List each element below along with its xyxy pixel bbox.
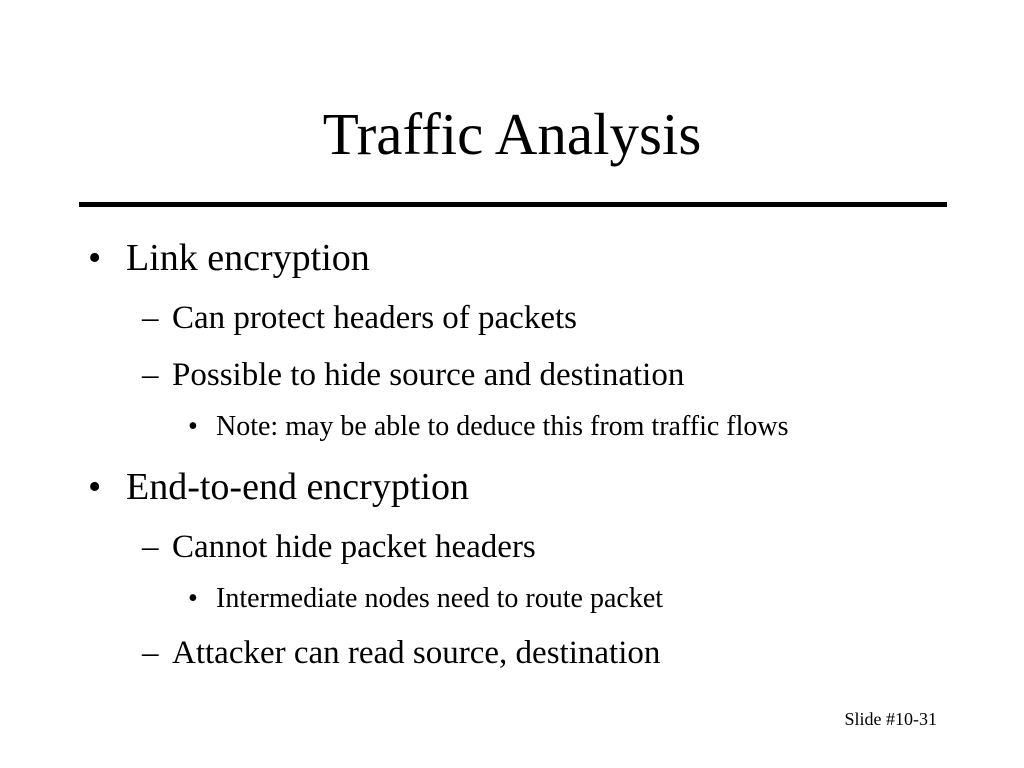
bullet-text: Attacker can read source, destination (172, 635, 661, 671)
bullet-marker: • (188, 411, 198, 442)
bullet-level2: –Cannot hide packet headers (142, 528, 536, 566)
bullet-marker: • (188, 583, 198, 614)
title-divider (79, 202, 947, 207)
slide-title: Traffic Analysis (322, 101, 702, 167)
dash-marker: – (142, 357, 159, 393)
bullet-text: Possible to hide source and destination (172, 357, 685, 393)
bullet-text: Cannot hide packet headers (172, 529, 536, 565)
bullet-text: Can protect headers of packets (172, 300, 577, 336)
bullet-level1: • End-to-end encryption (88, 465, 469, 509)
bullet-marker: • (88, 237, 102, 279)
dash-marker: – (142, 635, 159, 671)
bullet-level1: • Link encryption (88, 236, 370, 280)
bullet-text: Link encryption (126, 237, 370, 279)
dash-marker: – (142, 300, 159, 336)
bullet-level3: • Intermediate nodes need to route packet (188, 583, 663, 615)
bullet-level2: –Attacker can read source, destination (142, 634, 660, 672)
bullet-level2: –Possible to hide source and destination (142, 356, 684, 394)
slide-number: Slide #10-31 (844, 709, 938, 729)
bullet-marker: • (88, 466, 102, 508)
bullet-text: Note: may be able to deduce this from tr… (216, 411, 789, 442)
bullet-level3: • Note: may be able to deduce this from t… (188, 411, 789, 443)
bullet-text: End-to-end encryption (126, 466, 469, 508)
bullet-level2: –Can protect headers of packets (142, 299, 577, 337)
bullet-text: Intermediate nodes need to route packet (216, 583, 664, 614)
dash-marker: – (142, 529, 159, 565)
